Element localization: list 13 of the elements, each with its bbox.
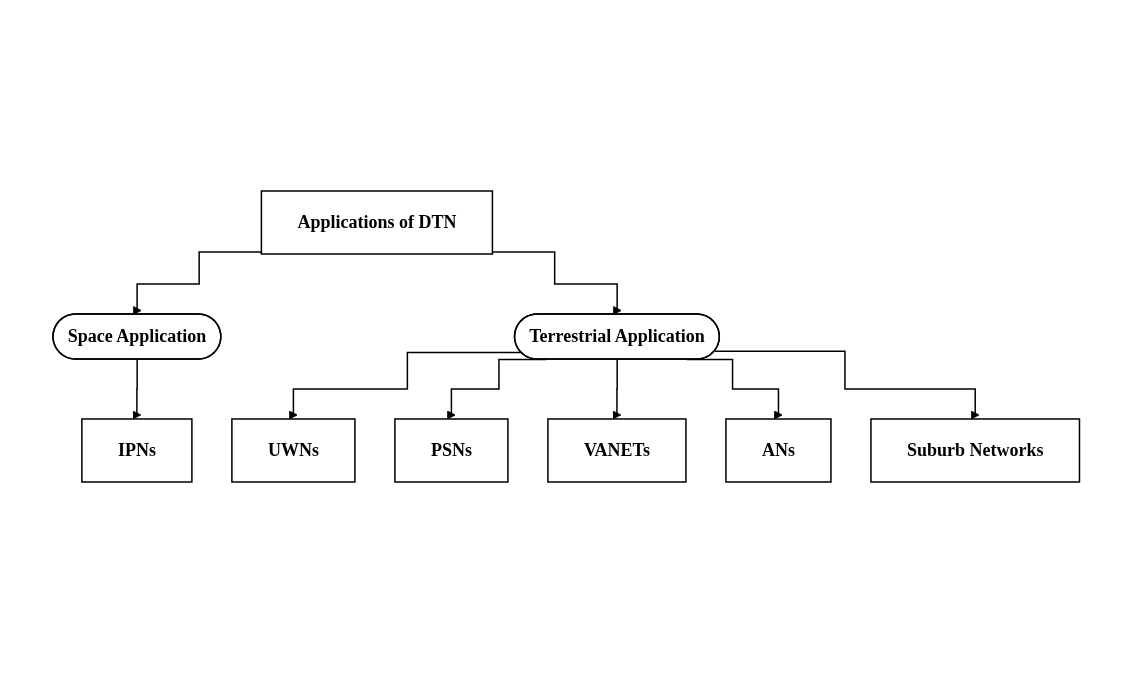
arrow — [713, 350, 980, 420]
arrow — [612, 358, 622, 420]
arrow — [288, 351, 522, 420]
node-box: IPNs — [80, 418, 193, 483]
arrow — [132, 358, 142, 420]
arrow — [491, 251, 622, 315]
node-box: Suburb Networks — [869, 418, 1080, 483]
node-box: PSNs — [393, 418, 509, 483]
node-box: ANs — [724, 418, 832, 483]
arrow — [132, 251, 262, 315]
node-box: Applications of DTN — [260, 190, 493, 255]
node-box: VANETs — [546, 418, 687, 483]
node-box: UWNs — [230, 418, 356, 483]
